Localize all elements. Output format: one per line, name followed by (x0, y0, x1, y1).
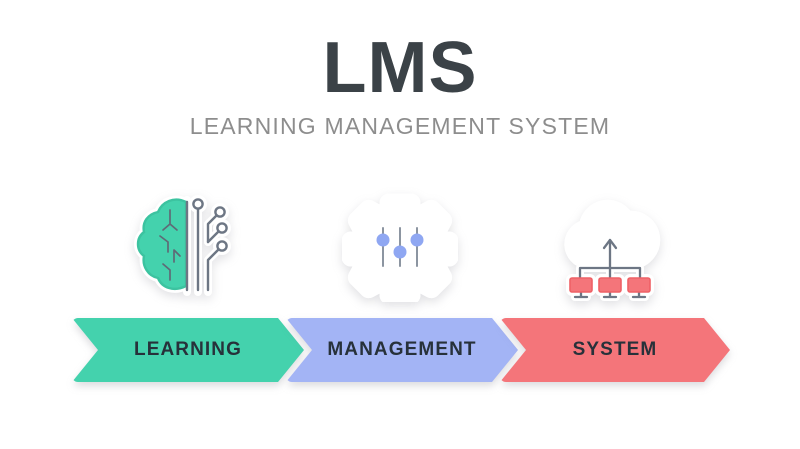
gear-sliders-icon (342, 193, 458, 302)
page-title: LMS (322, 28, 478, 108)
step-chevron-system[interactable]: SYSTEM (500, 318, 730, 382)
step-chevron-management-shape (286, 318, 518, 382)
cloud-network-icon (552, 190, 668, 301)
step-chevron-learning[interactable]: LEARNING (72, 318, 304, 382)
step-chevron-learning-label: LEARNING (133, 339, 243, 360)
icon-cell-management (290, 186, 510, 306)
icon-cell-system (500, 186, 720, 306)
page-subtitle: LEARNING MANAGEMENT SYSTEM (189, 113, 611, 140)
process-chevron-band: LEARNING MANAGEMENT SYSTEM (0, 318, 800, 390)
step-chevron-learning-shape (72, 318, 304, 382)
step-chevron-system-shape (500, 318, 730, 382)
step-chevron-management-label: MANAGEMENT (327, 339, 477, 360)
icon-row (0, 186, 800, 306)
step-chevron-management[interactable]: MANAGEMENT (286, 318, 518, 382)
title-block: LMS LEARNING MANAGEMENT SYSTEM (0, 28, 800, 140)
step-chevron-system-label: SYSTEM (572, 339, 658, 360)
brain-circuit-icon (134, 195, 231, 296)
icon-cell-learning (78, 186, 298, 306)
